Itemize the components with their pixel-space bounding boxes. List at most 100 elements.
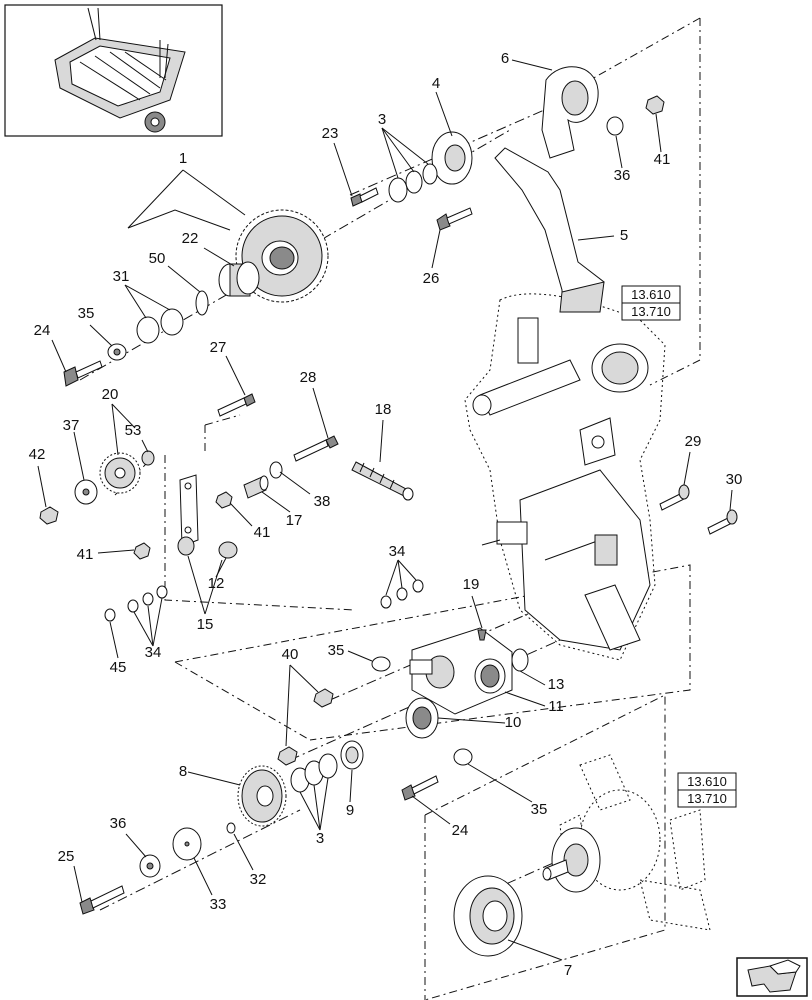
bolt-30[interactable] — [707, 509, 738, 535]
callout-32: 32 — [250, 871, 267, 888]
washer-36b[interactable] — [139, 854, 161, 878]
callout-13: 13 — [548, 676, 565, 693]
gearbox-housing[interactable] — [409, 627, 513, 715]
bracket-6[interactable] — [541, 66, 599, 159]
reference-box-upper-bottom: 13.710 — [631, 304, 671, 319]
callout-45: 45 — [110, 659, 127, 676]
callout-15: 15 — [197, 616, 214, 633]
rings-3b[interactable] — [290, 753, 338, 793]
reference-box-lower[interactable]: 13.610 13.710 — [677, 772, 737, 808]
rotor-assembly[interactable] — [542, 754, 711, 931]
bushing-12[interactable] — [218, 541, 238, 559]
callout-11: 11 — [548, 698, 564, 715]
callout-41: 41 — [654, 151, 671, 168]
callout-23: 23 — [322, 125, 339, 142]
machine-thumbnail[interactable] — [4, 4, 223, 137]
spring-18[interactable] — [351, 461, 414, 501]
washers-34b[interactable] — [127, 585, 168, 613]
spacer-17[interactable] — [243, 475, 269, 499]
gear-8[interactable] — [237, 765, 287, 827]
bolt-27[interactable] — [217, 393, 256, 417]
nut-42[interactable] — [39, 506, 59, 525]
washer-33[interactable] — [172, 827, 202, 861]
callout-19: 19 — [463, 576, 480, 593]
callout-31: 31 — [113, 268, 130, 285]
callout-38: 38 — [314, 493, 331, 510]
spacer-53[interactable] — [141, 450, 155, 466]
callout-27: 27 — [210, 339, 227, 356]
bolt-23[interactable] — [350, 187, 379, 207]
callout-18: 18 — [375, 401, 392, 418]
rings-3[interactable] — [388, 163, 438, 203]
snap-ring-13[interactable] — [511, 648, 529, 672]
sprocket-20[interactable] — [99, 452, 141, 494]
nut-41c[interactable] — [133, 542, 151, 560]
snap-ring-45[interactable] — [104, 608, 116, 622]
callout-33: 33 — [210, 896, 227, 913]
callout-28: 28 — [300, 369, 317, 386]
bolt-28[interactable] — [293, 435, 339, 462]
support-arm[interactable] — [494, 147, 605, 313]
bolt-26[interactable] — [436, 207, 473, 231]
callout-30: 30 — [726, 471, 743, 488]
reference-box-upper[interactable]: 13.610 13.710 — [621, 285, 681, 321]
nuts-40[interactable] — [277, 688, 334, 766]
idler-arm[interactable] — [177, 474, 199, 556]
seal-9[interactable] — [340, 740, 364, 770]
callout-5: 5 — [620, 227, 628, 244]
bearing-flange[interactable] — [431, 131, 473, 185]
bolt-24[interactable] — [63, 360, 103, 387]
callout-numbers: 1 3 4 6 23 41 36 22 50 26 5 31 35 24 27 … — [29, 50, 743, 979]
nut-41[interactable] — [645, 95, 665, 115]
callout-35-lower: 35 — [531, 801, 548, 818]
washer-32[interactable] — [226, 822, 236, 834]
next-page-arrow-icon[interactable] — [736, 957, 808, 997]
callout-9: 9 — [346, 802, 354, 819]
callout-41-idler: 41 — [254, 524, 271, 541]
callout-41-left: 41 — [77, 546, 94, 563]
bolt-24b[interactable] — [401, 775, 439, 801]
callout-8: 8 — [179, 763, 187, 780]
washer-35c[interactable] — [453, 748, 473, 766]
callout-25: 25 — [58, 848, 75, 865]
callout-34-lower: 34 — [145, 644, 162, 661]
bolt-25[interactable] — [79, 885, 125, 915]
washer-35[interactable] — [107, 343, 127, 361]
callout-26: 26 — [423, 270, 440, 287]
washer-38[interactable] — [269, 461, 283, 479]
callout-1: 1 — [179, 150, 187, 167]
callout-35-mid: 35 — [328, 642, 345, 659]
callout-7: 7 — [564, 962, 572, 979]
callout-37: 37 — [63, 417, 80, 434]
bolt-29[interactable] — [659, 484, 690, 511]
hub-7[interactable] — [453, 875, 523, 957]
callout-3: 3 — [378, 111, 386, 128]
callout-50: 50 — [149, 250, 166, 267]
washers-31[interactable] — [136, 308, 184, 344]
callout-6: 6 — [501, 50, 509, 67]
washer-35b[interactable] — [371, 656, 391, 672]
washer-37[interactable] — [74, 479, 98, 505]
main-housing-plate[interactable] — [464, 293, 666, 661]
callout-36-lower: 36 — [110, 815, 127, 832]
reference-box-upper-top: 13.610 — [631, 287, 671, 302]
grease-fitting-19[interactable] — [477, 629, 487, 641]
callout-24-lower: 24 — [452, 822, 469, 839]
callout-4: 4 — [432, 75, 440, 92]
callout-10: 10 — [505, 714, 522, 731]
washers-34a[interactable] — [380, 579, 424, 609]
bearing-10[interactable] — [405, 697, 439, 739]
callout-20: 20 — [102, 386, 119, 403]
leader-lines — [37, 59, 733, 961]
callout-36: 36 — [614, 167, 631, 184]
callout-17: 17 — [286, 512, 303, 529]
bearing-22[interactable] — [218, 261, 260, 297]
callout-29: 29 — [685, 433, 702, 450]
snap-ring-50[interactable] — [195, 290, 209, 316]
callout-12: 12 — [208, 575, 225, 592]
nut-41b[interactable] — [215, 491, 233, 509]
washer-36[interactable] — [606, 116, 624, 136]
callout-40: 40 — [282, 646, 299, 663]
callout-22: 22 — [182, 230, 199, 247]
